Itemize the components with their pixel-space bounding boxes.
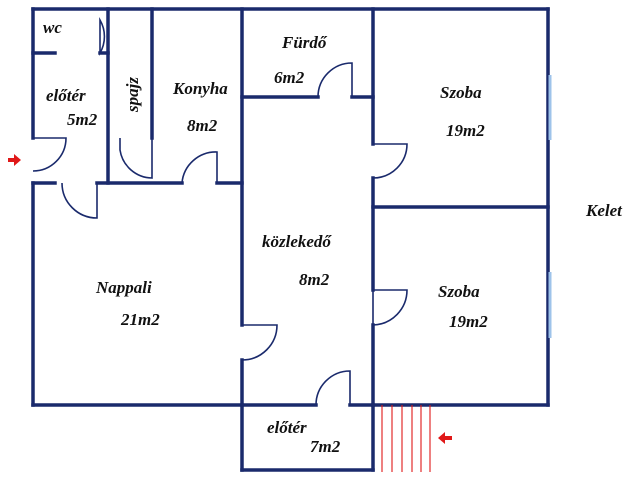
door-wc (99, 17, 106, 56)
door-nappali (241, 324, 278, 361)
room-labels: wc előtér 5m2 spajz Konyha 8m2 Fürdő 6m2… (43, 18, 488, 456)
door-furdo (317, 62, 353, 98)
room-area-konyha: 8m2 (187, 116, 218, 135)
room-area-szoba-2: 19m2 (449, 312, 488, 331)
room-name-eloter-2: előtér (267, 418, 307, 437)
room-area-nappali: 21m2 (120, 310, 160, 329)
room-area-furdo: 6m2 (274, 68, 305, 87)
room-name-wc: wc (43, 18, 62, 37)
room-name-szoba-1: Szoba (440, 83, 482, 102)
door-szoba-2 (372, 289, 408, 326)
room-name-furdo: Fürdő (281, 33, 328, 52)
door-spajz (119, 138, 153, 179)
door-eloter-2 (315, 370, 351, 406)
room-name-nappali: Nappali (95, 278, 152, 297)
room-name-eloter-1: előtér (46, 86, 86, 105)
door-eloter-nappali (61, 182, 98, 219)
compass-label: Kelet (585, 201, 623, 220)
stairs (381, 405, 431, 472)
room-name-spajz: spajz (123, 77, 142, 113)
room-area-eloter-2: 7m2 (310, 437, 341, 456)
room-area-kozlekedo: 8m2 (299, 270, 330, 289)
room-area-eloter-1: 5m2 (67, 110, 98, 129)
door-konyha (181, 151, 218, 184)
doors (32, 17, 408, 406)
room-area-szoba-1: 19m2 (446, 121, 485, 140)
room-name-kozlekedo: közlekedő (262, 232, 332, 251)
door-szoba-1 (372, 143, 408, 179)
entry-arrow-icon (8, 154, 21, 166)
room-name-konyha: Konyha (172, 79, 228, 98)
room-name-szoba-2: Szoba (438, 282, 480, 301)
walls (31, 7, 550, 472)
entry-arrow-icon (438, 432, 452, 444)
door-entrance-west (32, 137, 67, 172)
